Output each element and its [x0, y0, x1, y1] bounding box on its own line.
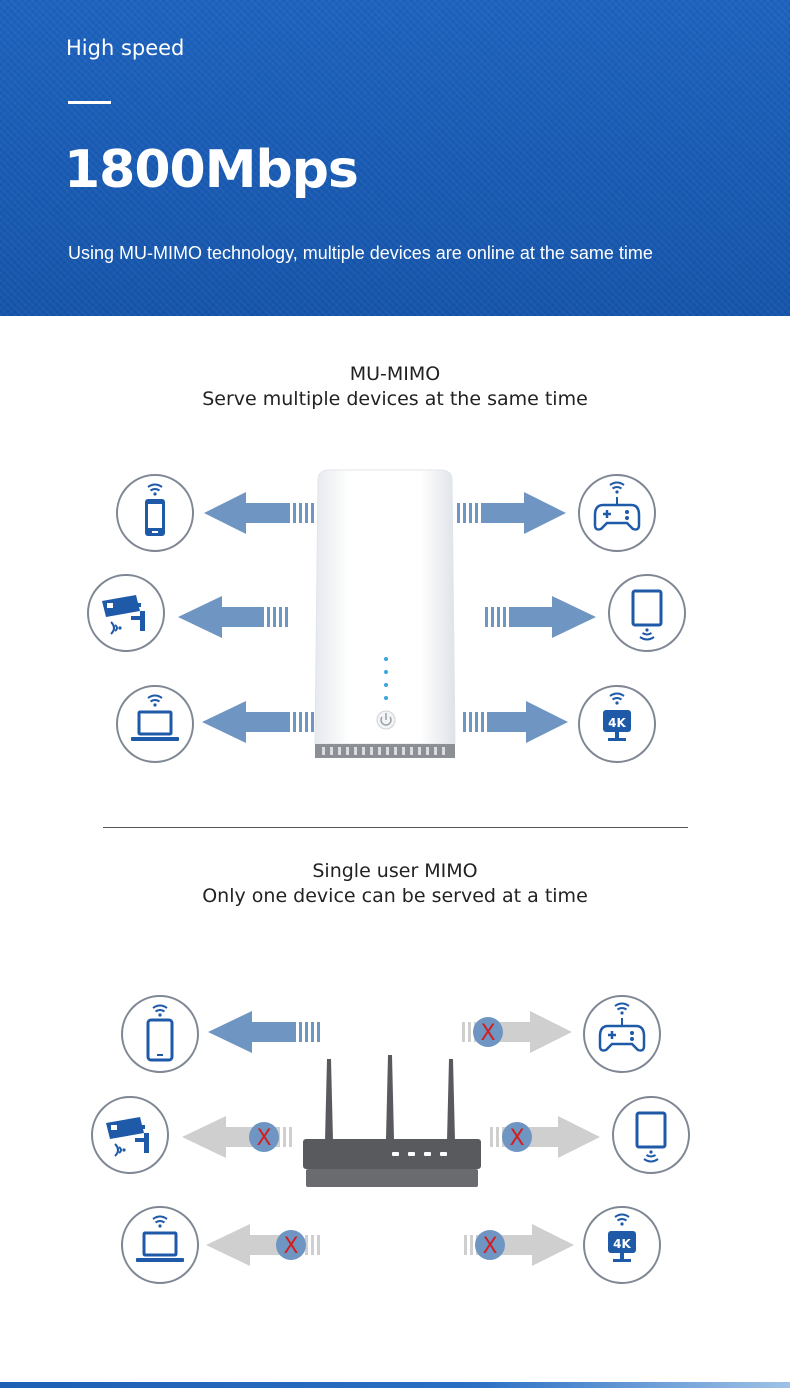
- su-mimo-title: Single user MIMO Only one device can be …: [0, 859, 790, 909]
- mu-mimo-router: [310, 468, 460, 760]
- camera-icon: [86, 573, 166, 653]
- mu-mimo-heading: MU-MIMO: [349, 363, 441, 385]
- bottom-accent-bar: [0, 1382, 790, 1388]
- laptop-icon: [120, 1205, 200, 1285]
- arrow-right-mid: [485, 596, 596, 638]
- phone-icon: [120, 994, 200, 1074]
- hero-banner: High speed 1800Mbps Using MU-MIMO techno…: [0, 0, 790, 316]
- x-mark-right-bottom: X: [482, 1234, 497, 1259]
- arrow-right-mid-blocked: [490, 1116, 600, 1158]
- camera-icon: [90, 1095, 170, 1175]
- gamepad-icon: [582, 994, 662, 1074]
- arrow-left-bottom-blocked: [206, 1224, 320, 1266]
- phone-icon: [115, 473, 195, 553]
- mu-mimo-arrows: [178, 492, 596, 743]
- su-mimo-subtitle: Only one device can be served at a time: [202, 885, 588, 907]
- blocked-markers: [249, 1017, 532, 1260]
- mu-mimo-title: MU-MIMO Serve multiple devices at the sa…: [0, 362, 790, 412]
- laptop-icon: [115, 684, 195, 764]
- hero-speed: 1800Mbps: [64, 140, 359, 200]
- hero-rule: [68, 101, 111, 104]
- gamepad-icon: [577, 473, 657, 553]
- su-mimo-router: [300, 1055, 485, 1190]
- mu-mimo-subtitle: Serve multiple devices at the same time: [202, 388, 588, 410]
- section-divider: [103, 827, 688, 828]
- arrow-left-top-active: [208, 1011, 320, 1053]
- tv-4k-icon: 4K: [577, 684, 657, 764]
- tv-4k-icon: 4K: [582, 1205, 662, 1285]
- x-mark-right-top: X: [480, 1021, 495, 1046]
- arrow-left-mid: [178, 596, 288, 638]
- arrow-left-mid-blocked: [182, 1116, 292, 1158]
- tv-4k-label: 4K: [608, 716, 626, 730]
- tablet-icon: [611, 1095, 691, 1175]
- hero-kicker: High speed: [66, 36, 185, 60]
- tv-4k-label: 4K: [613, 1237, 631, 1251]
- arrow-left-bottom: [202, 701, 314, 743]
- x-mark-left-mid: X: [256, 1126, 271, 1151]
- hero-subline: Using MU-MIMO technology, multiple devic…: [68, 243, 653, 263]
- tablet-icon: [607, 573, 687, 653]
- arrow-right-top: [457, 492, 566, 534]
- x-mark-left-bottom: X: [283, 1234, 298, 1259]
- x-mark-right-mid: X: [509, 1126, 524, 1151]
- su-mimo-arrows: X X X X X: [182, 1011, 600, 1266]
- su-mimo-heading: Single user MIMO: [312, 860, 478, 882]
- arrow-right-bottom: [463, 701, 568, 743]
- arrow-left-top: [204, 492, 314, 534]
